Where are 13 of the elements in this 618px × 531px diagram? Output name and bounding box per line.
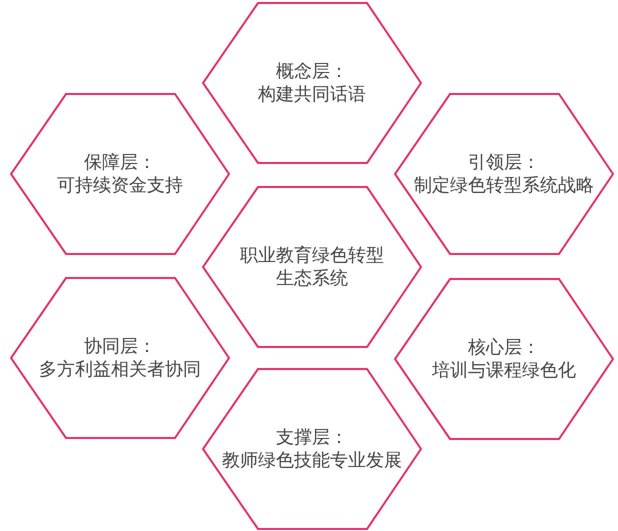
layer-description: 培训与课程绿色化	[432, 359, 576, 382]
layer-description: 多方利益相关者协同	[39, 358, 201, 381]
layer-title: 保障层：	[84, 151, 156, 174]
layer-title: 引领层：	[468, 151, 540, 174]
layer-title: 核心层：	[468, 336, 540, 359]
layer-description: 构建共同话语	[258, 83, 366, 106]
layer-description: 制定绿色转型系统战略	[414, 174, 594, 197]
layer-description: 可持续资金支持	[57, 174, 183, 197]
layer-title: 概念层：	[276, 60, 348, 83]
layer-description: 教师绿色技能专业发展	[222, 449, 402, 472]
layer-title: 协同层：	[84, 335, 156, 358]
layer-title: 支撑层：	[276, 426, 348, 449]
center-title: 职业教育绿色转型生态系统	[239, 244, 385, 290]
